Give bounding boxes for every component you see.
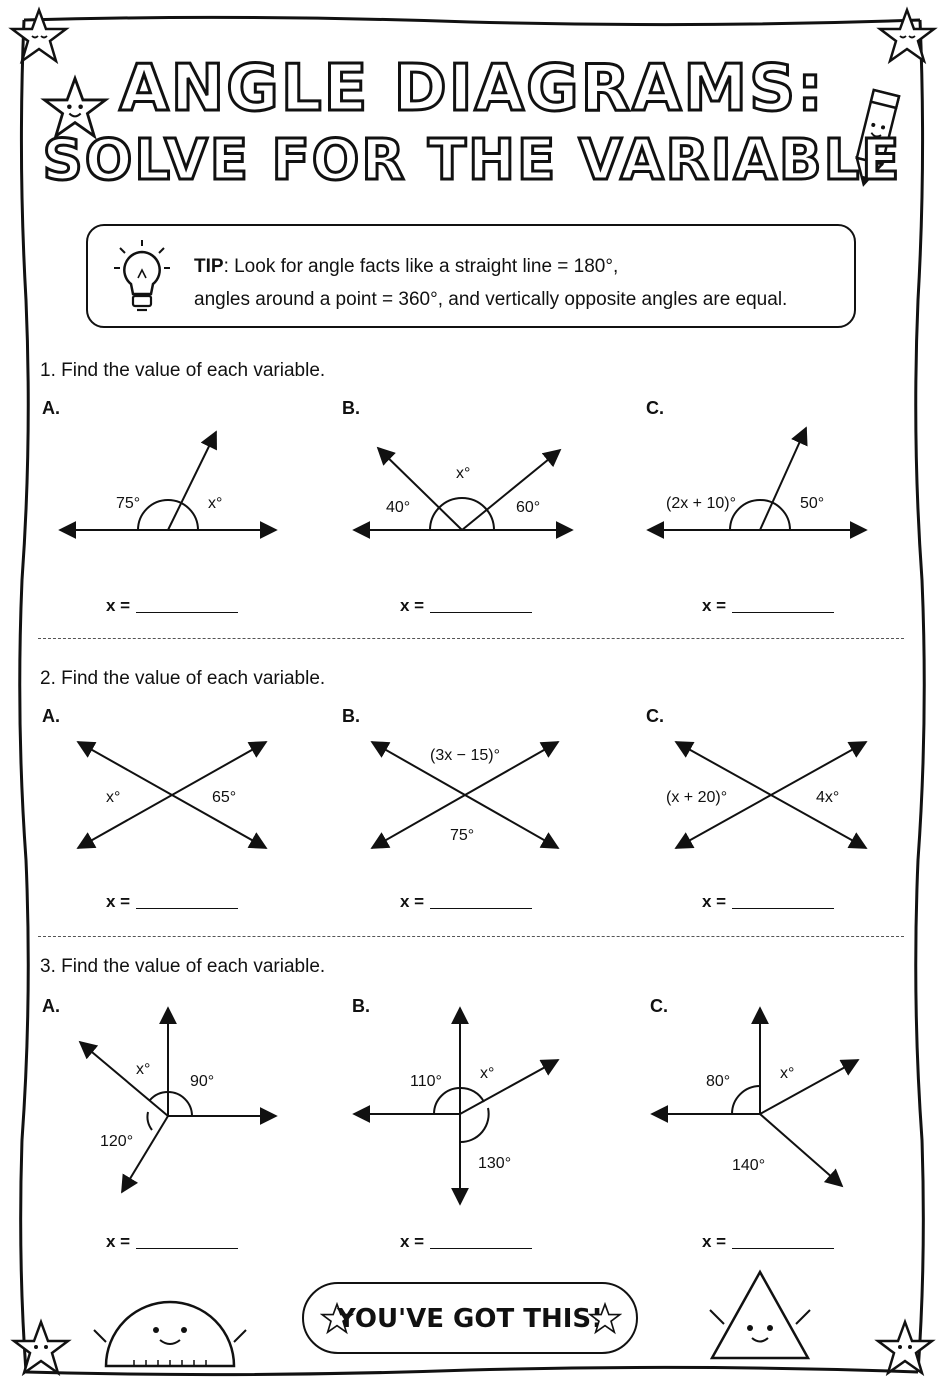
q3b-answer-label: x = <box>400 1232 425 1251</box>
q3-part-a-letter: A. <box>42 996 60 1016</box>
q3-part-c-letter: C. <box>650 996 668 1016</box>
q3-part-b-letter: B. <box>352 996 370 1016</box>
q2c-answer-label: x = <box>702 892 727 911</box>
q3c-answer-label: x = <box>702 1232 727 1251</box>
q3c-label-1: 80° <box>706 1073 730 1090</box>
q2a-answer-label: x = <box>106 892 131 911</box>
q3b-label-1: 110° <box>410 1073 442 1090</box>
q1a-answer-field[interactable]: x = <box>106 596 239 616</box>
q2c-diagram <box>674 741 868 849</box>
q2-part-c-letter: C. <box>646 706 664 726</box>
question-2-prompt: 2. Find the value of each variable. <box>40 668 326 689</box>
q1b-answer-label: x = <box>400 596 425 615</box>
star-icon <box>320 1302 354 1335</box>
q3a-answer-label: x = <box>106 1232 131 1251</box>
q2b-label-2: 75° <box>450 827 474 844</box>
q1b-label-2: 40° <box>386 499 410 516</box>
q2-diagram-area: x° 65° (3x − 15)° 75° (x + 20)° 4x° <box>76 741 868 849</box>
q1-diagram-area: 75° x° x° 40° 60° (2x + 10)° 50° <box>58 426 868 539</box>
q2c-label-1: (x + 20)° <box>666 789 727 806</box>
q1b-label-1: x° <box>456 465 470 482</box>
lightbulb-icon <box>114 240 170 312</box>
pencil-icon <box>855 88 901 187</box>
tip-line1: : Look for angle facts like a straight l… <box>223 256 619 277</box>
q1a-answer-label: x = <box>106 596 131 615</box>
tip-box: TIP: Look for angle facts like a straigh… <box>86 224 856 328</box>
tip-label: TIP <box>194 256 224 277</box>
q3-diagram-area: x° 90° 120° 110° x° 130° 80° x° 140° <box>78 1006 860 1206</box>
q2a-answer-field[interactable]: x = <box>106 892 239 912</box>
q3a-label-3: 120° <box>100 1133 133 1150</box>
q2a-diagram <box>76 741 268 849</box>
q3a-label-2: 90° <box>190 1073 214 1090</box>
star-icon <box>876 6 938 65</box>
q1c-label-1: (2x + 10)° <box>666 495 736 512</box>
q1-part-c-letter: C. <box>646 398 664 418</box>
q3a-diagram <box>78 1006 278 1194</box>
q3c-label-3: 140° <box>732 1157 765 1174</box>
q2b-answer-field[interactable]: x = <box>400 892 533 912</box>
star-icon <box>40 74 110 140</box>
question-1-prompt: 1. Find the value of each variable. <box>40 360 326 381</box>
question-3-prompt: 3. Find the value of each variable. <box>40 956 326 977</box>
tip-line2: angles around a point = 360°, and vertic… <box>194 289 788 310</box>
triangle-icon <box>709 1269 811 1360</box>
encouragement-text: YOU'VE GOT THIS! <box>337 1304 603 1334</box>
q2b-label-1: (3x − 15)° <box>430 747 500 764</box>
star-icon <box>588 1302 622 1335</box>
q1c-answer-field[interactable]: x = <box>702 596 835 616</box>
q1b-answer-field[interactable]: x = <box>400 596 533 616</box>
q3a-answer-field[interactable]: x = <box>106 1232 239 1252</box>
q1b-label-3: 60° <box>516 499 540 516</box>
section-divider <box>38 936 904 937</box>
q2c-label-2: 4x° <box>816 789 839 806</box>
worksheet-title-line1: Angle Diagrams: <box>118 51 825 128</box>
q2-part-a-letter: A. <box>42 706 60 726</box>
q1a-label-2: x° <box>208 495 222 512</box>
q3b-diagram <box>352 1006 560 1206</box>
q1c-diagram <box>646 426 868 539</box>
q3b-label-2: x° <box>480 1065 494 1082</box>
worksheet-title-line2: Solve for the Variable <box>41 127 902 195</box>
q3b-answer-field[interactable]: x = <box>400 1232 533 1252</box>
protractor-icon <box>93 1300 247 1368</box>
q2b-answer-label: x = <box>400 892 425 911</box>
q3c-label-2: x° <box>780 1065 794 1082</box>
q1-part-a-letter: A. <box>42 398 60 418</box>
star-icon <box>10 1318 72 1377</box>
q3b-label-3: 130° <box>478 1155 511 1172</box>
section-divider <box>38 638 904 639</box>
q1a-label-1: 75° <box>116 495 140 512</box>
q2c-answer-field[interactable]: x = <box>702 892 835 912</box>
q3c-answer-field[interactable]: x = <box>702 1232 835 1252</box>
q2a-label-2: 65° <box>212 789 236 806</box>
q1b-diagram <box>352 446 574 539</box>
q1c-label-2: 50° <box>800 495 824 512</box>
q3c-diagram <box>650 1006 860 1188</box>
q2-part-b-letter: B. <box>342 706 360 726</box>
encouragement-bubble: YOU'VE GOT THIS! <box>302 1282 638 1354</box>
q3a-label-1: x° <box>136 1061 150 1078</box>
q1a-diagram <box>58 430 278 539</box>
star-icon <box>874 1318 936 1377</box>
q1c-answer-label: x = <box>702 596 727 615</box>
q1-part-b-letter: B. <box>342 398 360 418</box>
tip-text: TIP: Look for angle facts like a straigh… <box>194 250 787 316</box>
q2b-diagram <box>370 741 560 849</box>
q2a-label-1: x° <box>106 789 120 806</box>
star-icon <box>8 6 70 65</box>
